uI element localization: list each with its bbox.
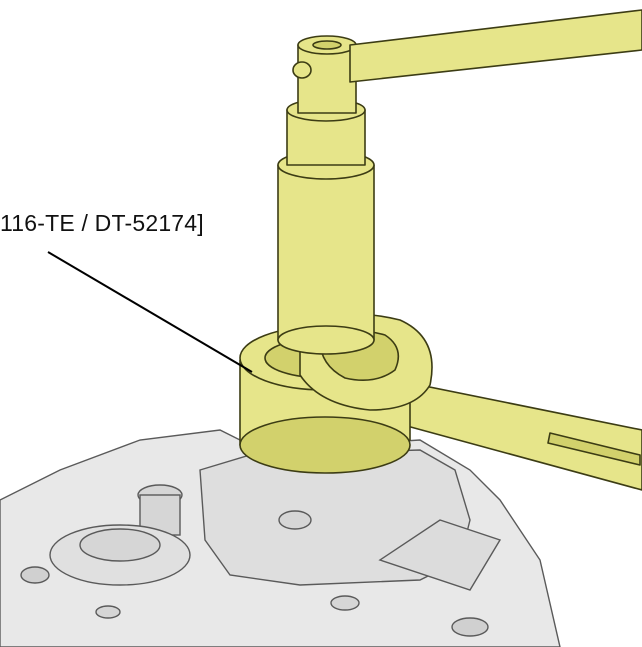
t-handle-bar (349, 9, 642, 83)
screw-head (278, 510, 312, 530)
transmission-housing (0, 429, 561, 647)
gear-inner (79, 528, 161, 562)
hole-left (20, 566, 50, 584)
bolt-center (330, 595, 360, 611)
socket-bottom-ring (239, 416, 411, 474)
callout-leader-line (47, 251, 253, 373)
housing-rib (378, 519, 502, 591)
bolt-left (95, 605, 121, 619)
spindle-upper (297, 44, 357, 114)
hole-right (451, 617, 489, 637)
spindle-shaft (277, 164, 375, 341)
callout-label: 116-TE / DT-52174] (0, 210, 204, 236)
set-screw (292, 61, 312, 79)
spindle-shaft-bottom (277, 325, 375, 355)
socket-tool (239, 9, 642, 474)
wrench-slot (547, 432, 641, 466)
spindle-bore (312, 40, 342, 50)
